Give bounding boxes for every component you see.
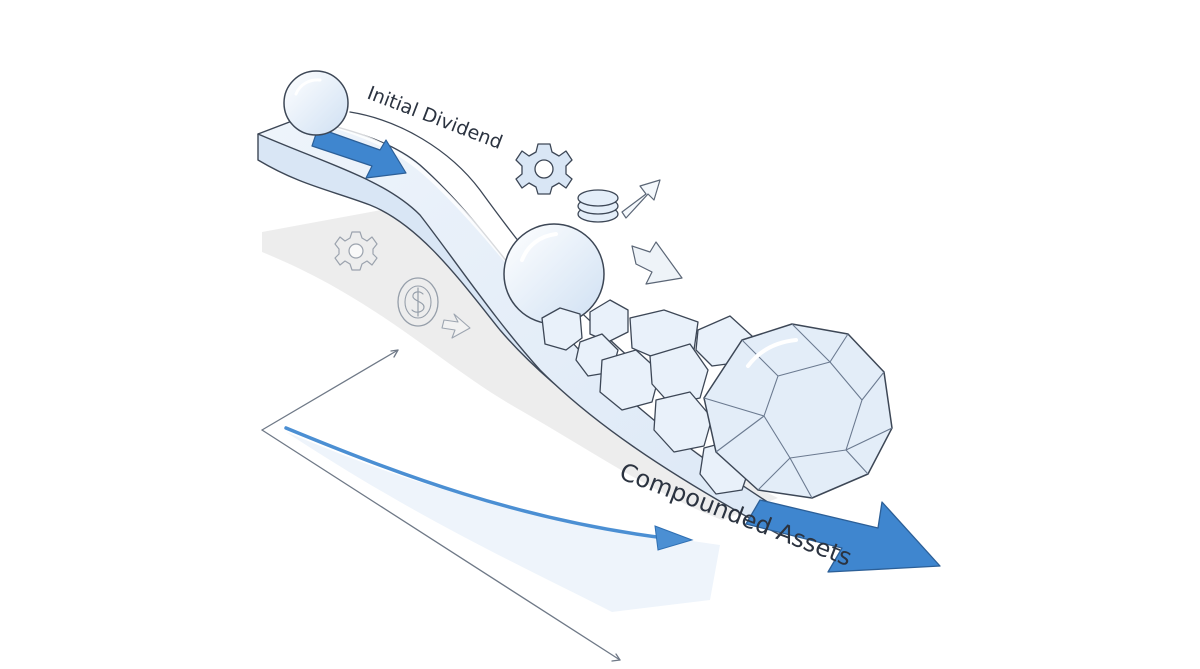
- coin-stack-icon: [577, 189, 619, 223]
- dollar-coin-icon: [397, 277, 439, 327]
- snowball-icon: [283, 70, 349, 136]
- snowball-icon: [503, 223, 605, 325]
- down-arrow-icon: [631, 241, 683, 285]
- start-arrow-icon: [311, 127, 407, 179]
- growth-trend: [261, 349, 720, 662]
- large-snowball-icon: [703, 323, 893, 499]
- up-arrow-icon: [621, 179, 661, 219]
- arrow-icon: [441, 313, 471, 339]
- ice-chunks: [541, 299, 753, 495]
- gear-icon: [515, 143, 573, 195]
- end-arrow-icon: [745, 499, 941, 573]
- gear-icon: [334, 231, 378, 271]
